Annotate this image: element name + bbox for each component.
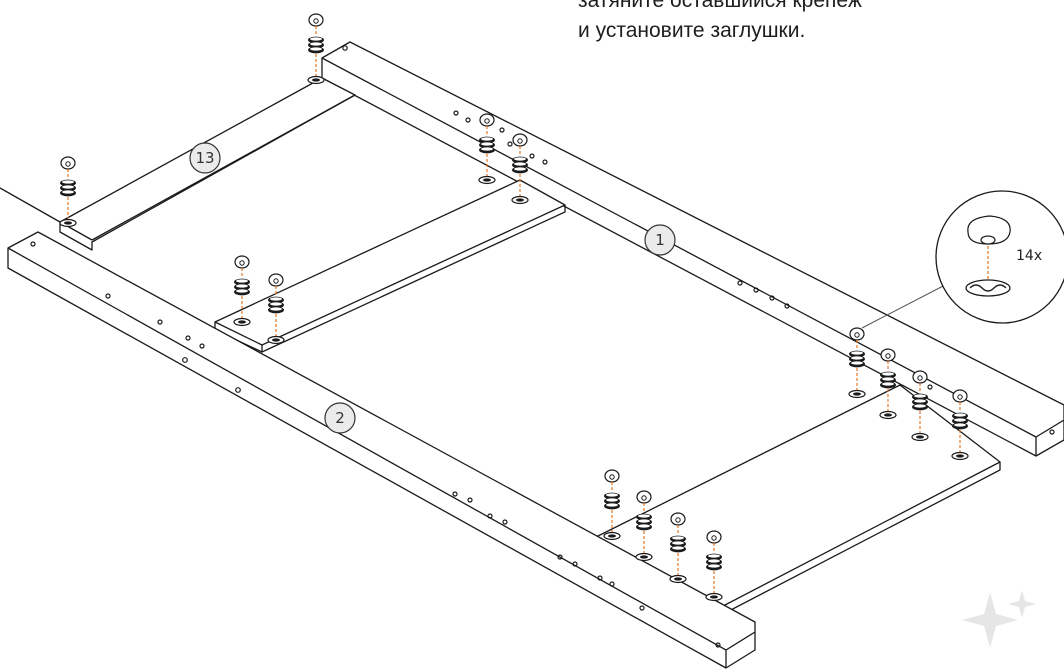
part-label-1-text: 1 [655, 231, 665, 249]
part-label-13: 13 [189, 142, 221, 174]
part-label-2: 2 [324, 402, 356, 434]
instruction-line-1: затяните оставшийся крепеж [578, 0, 862, 12]
detail-callout: 14x [935, 190, 1064, 324]
cam-fastener [848, 327, 866, 399]
instruction-line-2: и установите заглушки. [578, 19, 806, 42]
cam-fastener [635, 490, 653, 562]
part-label-2-text: 2 [335, 409, 345, 427]
cap-icon [967, 215, 1011, 280]
cam-fastener [603, 469, 621, 541]
part-label-13-text: 13 [195, 149, 214, 167]
cam-fastener [511, 133, 529, 205]
cam-fastener [59, 156, 77, 228]
slat-upper [214, 179, 566, 353]
cam-fastener [669, 512, 687, 584]
side-rail-2 [7, 231, 756, 669]
cam-fastener [233, 255, 251, 327]
cam-lock-icon [965, 279, 1011, 297]
cam-fastener [879, 348, 897, 420]
cam-fastener [705, 530, 723, 602]
rail-2-holes [30, 241, 721, 648]
rail-1-holes [342, 45, 1055, 435]
frame-drawing [0, 13, 1064, 669]
side-rail-1 [321, 41, 1064, 457]
cam-fastener [911, 370, 929, 442]
cam-fastener [478, 113, 496, 185]
quantity-label: 14x [1016, 248, 1042, 264]
cam-fastener [267, 273, 285, 345]
cam-fastener [307, 13, 325, 85]
instruction-text: затяните оставшийся крепеж и установите … [578, 0, 998, 46]
cam-fasteners [59, 13, 969, 602]
cam-fastener [951, 389, 969, 461]
sparkle-icon [962, 590, 1036, 648]
part-label-1: 1 [644, 224, 676, 256]
